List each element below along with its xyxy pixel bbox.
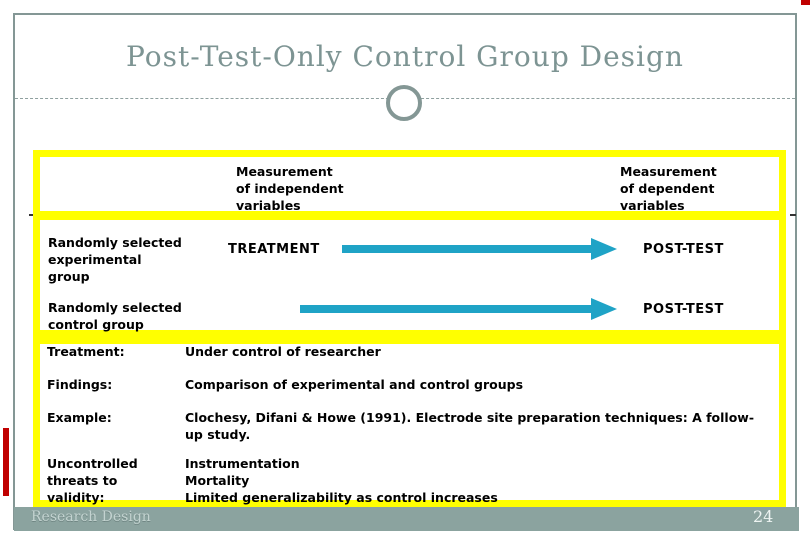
detail-label-treatment: Treatment: — [47, 344, 125, 359]
detail-value-treatment: Under control of researcher — [185, 344, 381, 359]
header-independent-variables: Measurement of independent variables — [236, 164, 344, 213]
flow-arrow-experimental-icon — [342, 238, 617, 260]
flow-arrow-control-icon — [300, 298, 617, 320]
slide-title: Post-Test-Only Control Group Design — [126, 40, 684, 73]
arrow-head — [591, 298, 617, 320]
detail-value-findings: Comparison of experimental and control g… — [185, 377, 524, 392]
left-red-accent-bar — [3, 428, 9, 496]
detail-label-example: Example: — [47, 410, 112, 425]
arrow-head — [591, 238, 617, 260]
arrow-shaft — [342, 245, 593, 253]
detail-value-example: Clochesy, Difani & Howe (1991). Electrod… — [185, 410, 755, 442]
top-right-red-accent — [801, 0, 810, 5]
arrow-shaft — [300, 305, 593, 313]
treatment-label: TREATMENT — [228, 242, 320, 257]
posttest-label-control: POST-TEST — [643, 302, 724, 317]
header-dependent-variables: Measurement of dependent variables — [620, 164, 717, 213]
footer-band — [14, 507, 799, 531]
diagram-header-divider — [33, 211, 786, 220]
posttest-label-experimental: POST-TEST — [643, 242, 724, 257]
detail-label-threats: Uncontrolled threats to validity: — [47, 456, 138, 505]
experimental-group-label: Randomly selected experimental group — [48, 235, 182, 284]
footer-title: Research Design — [31, 509, 151, 525]
detail-value-threats: Instrumentation Mortality Limited genera… — [185, 456, 498, 505]
page-number: 24 — [753, 507, 774, 526]
control-group-label: Randomly selected control group — [48, 300, 182, 332]
ring-ornament-icon — [386, 85, 422, 121]
details-box — [33, 337, 786, 507]
detail-label-findings: Findings: — [47, 377, 113, 392]
